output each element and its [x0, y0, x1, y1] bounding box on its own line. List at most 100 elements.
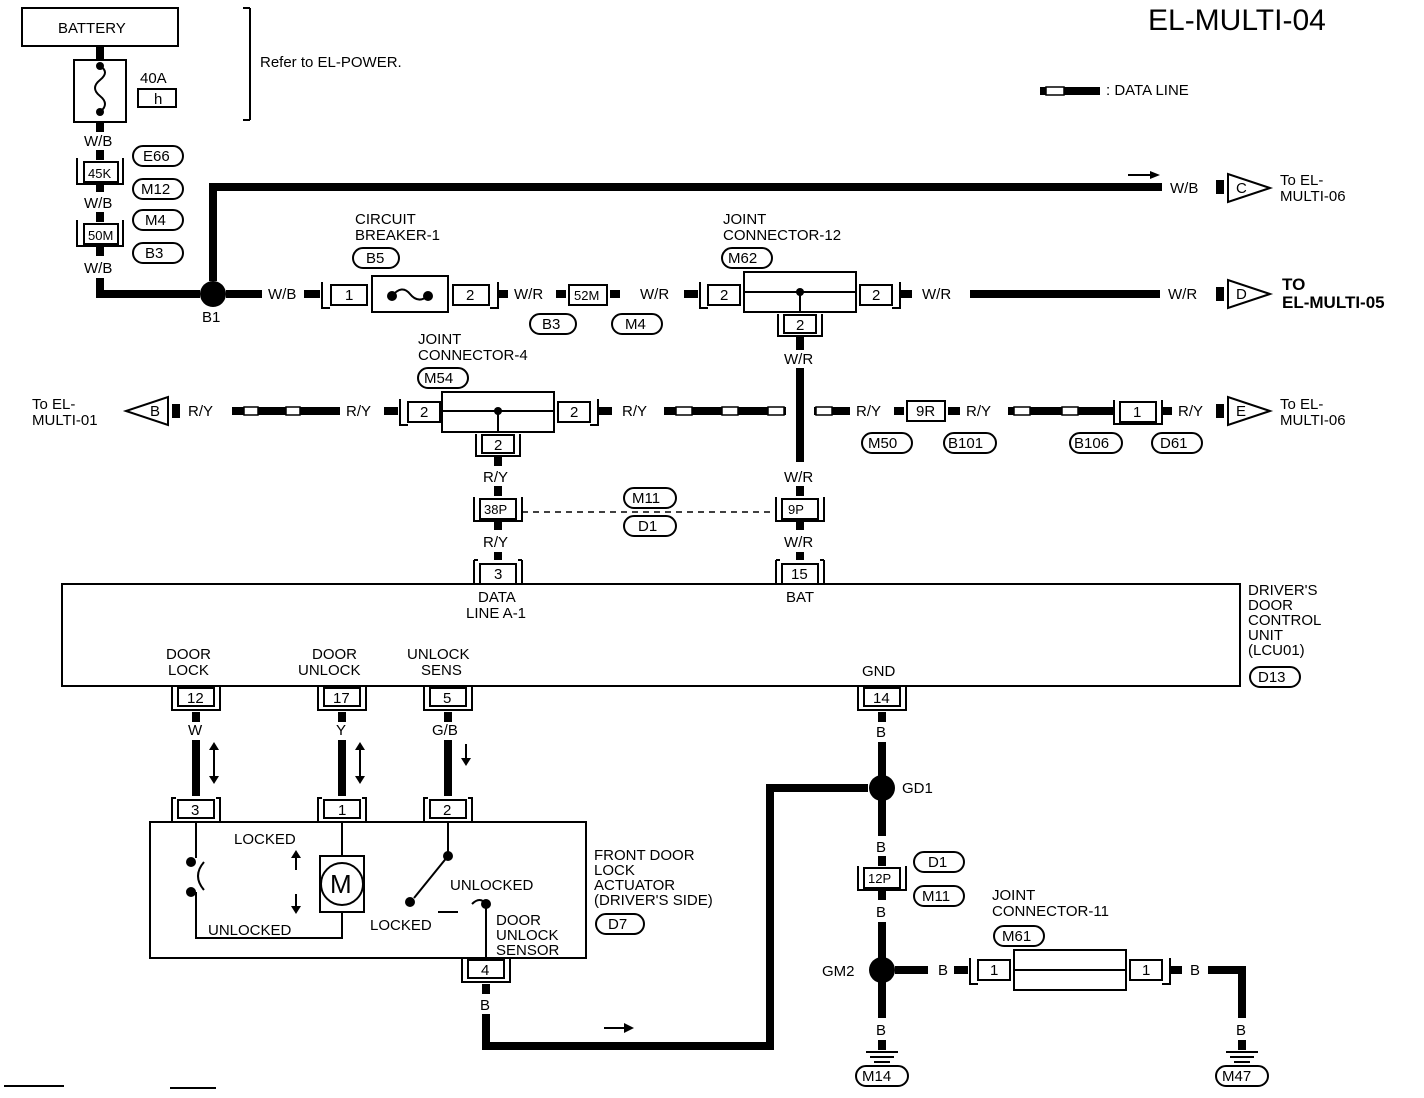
- cu-pin-bat-num: 15: [791, 566, 808, 583]
- connector-38p-label: 38P: [484, 502, 507, 517]
- bubble-m12: [132, 178, 184, 200]
- connector-45k-label: 45K: [88, 166, 111, 181]
- cu-pin-data-num: 3: [494, 566, 502, 583]
- connector-9r: 9R: [906, 400, 946, 422]
- wire-label-wb-4: W/B: [268, 286, 296, 303]
- wire-label-b-jc11-r: B: [1190, 962, 1200, 979]
- offpage-e-to: To EL-: [1280, 396, 1323, 413]
- data-line-2: [664, 406, 786, 416]
- act-name-4: (DRIVER'S SIDE): [594, 892, 713, 909]
- splice-b1-label: B1: [202, 309, 220, 326]
- offpage-b-to: To EL-: [32, 396, 75, 413]
- jc12-pin-bottom: 2: [796, 317, 804, 334]
- cu-label-unlock-1: DOOR: [312, 646, 357, 663]
- bidir-arrow-lock: [209, 742, 219, 784]
- wire-label-ry-7: R/Y: [483, 469, 508, 486]
- wire-label-wr-5: W/R: [784, 351, 813, 368]
- battery-label: BATTERY: [58, 20, 126, 37]
- cu-label-sens-2: SENS: [421, 662, 462, 679]
- offpage-d-to: TO: [1282, 275, 1305, 294]
- offpage-d-page: EL-MULTI-05: [1282, 293, 1385, 312]
- wire-label-wr-2: W/R: [640, 286, 669, 303]
- bubble-m14-text: M14: [862, 1068, 891, 1085]
- jc12-label-1: JOINT: [723, 211, 766, 228]
- cu-label-unlock-2: UNLOCK: [298, 662, 361, 679]
- connector-12p: 12P: [857, 866, 907, 891]
- offpage-c-to: To EL-: [1280, 172, 1323, 189]
- act-sensor-2: UNLOCK: [496, 927, 559, 944]
- act-motor-label: M: [330, 869, 352, 899]
- splice-gd1: [869, 775, 895, 801]
- wire-label-wr-7: W/R: [784, 534, 813, 551]
- cu-pin-gnd: 14: [857, 686, 907, 711]
- cu-label-data-1: DATA: [478, 589, 516, 606]
- cu-pin-bat: 15: [775, 559, 825, 585]
- wire-label-wr-3: W/R: [922, 286, 951, 303]
- bubble-d1-mid: [623, 515, 677, 537]
- bubble-m4: [132, 209, 184, 231]
- bubble-b5-text: B5: [366, 250, 384, 267]
- jc12-label-2: CONNECTOR-12: [723, 227, 841, 244]
- breaker-label-2: BREAKER-1: [355, 227, 440, 244]
- bubble-m62-text: M62: [728, 250, 757, 267]
- offpage-e: [1227, 395, 1274, 427]
- jc4-pin-left: 2: [420, 404, 428, 421]
- bubble-m47-text: M47: [1222, 1068, 1251, 1085]
- offpage-c-page: MULTI-06: [1280, 188, 1346, 205]
- fuse-icon: [94, 65, 106, 113]
- fuse-id-box: [137, 88, 177, 108]
- offpage-d: [1227, 278, 1274, 310]
- cu-pin-sens-num: 5: [443, 690, 451, 707]
- wire-label-wr-6: W/R: [784, 469, 813, 486]
- wire-label-b-m47: B: [1236, 1022, 1246, 1039]
- jc11-label-2: CONNECTOR-11: [992, 903, 1109, 920]
- breaker-pin-1: 1: [345, 287, 353, 304]
- splice-b1: [200, 281, 226, 307]
- splice-gm2-label: GM2: [822, 963, 855, 980]
- cu-label-lock-2: LOCK: [168, 662, 209, 679]
- joint-connector-11: 1 1: [969, 949, 1171, 991]
- wire-label-ry-6: R/Y: [1178, 403, 1203, 420]
- refer-note: Refer to EL-POWER.: [260, 54, 402, 71]
- data-line-3: [814, 406, 850, 416]
- ground-m14-icon: [866, 1051, 898, 1063]
- bubble-m4-text: M4: [145, 212, 166, 229]
- wire-label-w: W: [188, 722, 203, 739]
- cu-label-data-2: LINE A-1: [466, 605, 526, 622]
- wire-label-wb-top: W/B: [1170, 180, 1198, 197]
- joint-connector-4: 2 2 2: [399, 391, 599, 457]
- wire-label-b-gnd1: B: [876, 724, 886, 741]
- bubble-m54: [417, 367, 469, 389]
- act-sw-unlocked: UNLOCKED: [450, 877, 534, 894]
- bubble-d61: [1151, 432, 1203, 454]
- connector-9r-label: 9R: [916, 403, 935, 420]
- connector-1-row2-label: 1: [1133, 404, 1141, 421]
- bubble-e66-text: E66: [143, 148, 170, 165]
- connector-52m: 52M: [568, 284, 608, 306]
- wire-label-wr-1: W/R: [514, 286, 543, 303]
- act-pin-1: 1: [317, 797, 367, 822]
- actuator-box: [149, 821, 587, 959]
- wire-label-ry-2: R/Y: [346, 403, 371, 420]
- bubble-m54-text: M54: [424, 370, 453, 387]
- bubble-m47: [1215, 1065, 1269, 1087]
- connector-9p: 9P: [775, 497, 825, 522]
- bubble-m11-mid: [623, 487, 677, 509]
- bubble-d7: [595, 913, 645, 935]
- jc4-pin-bottom: 2: [494, 437, 502, 454]
- bubble-d13: [1249, 666, 1301, 688]
- breaker-pin-2: 2: [466, 287, 474, 304]
- cu-pin-gnd-num: 14: [873, 690, 890, 707]
- splice-gm2: [869, 957, 895, 983]
- offpage-b-page: MULTI-01: [32, 412, 98, 429]
- bubble-b3-row1: [529, 313, 577, 335]
- bubble-b3: [132, 242, 184, 264]
- data-line-4: [1008, 406, 1114, 416]
- bubble-b101: [943, 432, 997, 454]
- bubble-d7-text: D7: [608, 916, 627, 933]
- motor-icon: [320, 862, 364, 906]
- refer-bracket: [243, 7, 251, 121]
- cu-pin-lock-num: 12: [187, 690, 204, 707]
- bubble-m50-text: M50: [868, 435, 897, 452]
